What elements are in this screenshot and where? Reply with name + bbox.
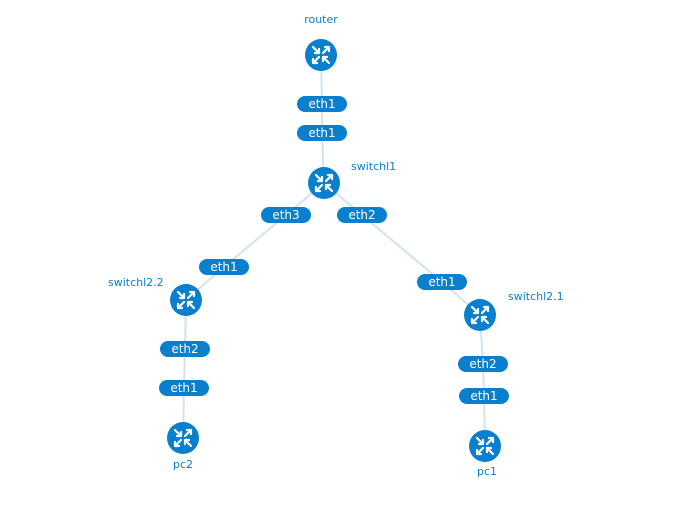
- port-switchl2_2-eth1[interactable]: eth1: [199, 259, 249, 275]
- port-pill: [297, 125, 347, 141]
- router-arrows-icon: [173, 428, 193, 448]
- port-switchl1-eth2[interactable]: eth2: [337, 207, 387, 223]
- node-switchl2_2[interactable]: switchl2.2: [108, 276, 202, 316]
- link-router-switchl1: [320, 54, 325, 184]
- node-circle: [170, 284, 202, 316]
- port-pill: [160, 341, 210, 357]
- link-switchl2_1-pc1: [479, 314, 486, 447]
- link-switchl1-switchl2_1: [323, 182, 481, 316]
- port-switchl2_1-eth1[interactable]: eth1: [417, 274, 467, 290]
- node-circle: [305, 39, 337, 71]
- link-switchl1-switchl2_2: [185, 182, 325, 301]
- links-layer: [182, 54, 486, 447]
- node-label: pc1: [477, 465, 497, 478]
- node-circle: [464, 299, 496, 331]
- port-switchl1-eth1[interactable]: eth1: [297, 125, 347, 141]
- port-switchl2_2-eth2[interactable]: eth2: [160, 341, 210, 357]
- port-pill: [159, 380, 209, 396]
- node-pc1[interactable]: pc1: [469, 430, 501, 478]
- node-label: switchl1: [351, 160, 396, 173]
- node-circle: [469, 430, 501, 462]
- node-circle: [167, 422, 199, 454]
- node-router[interactable]: router: [304, 13, 338, 71]
- port-switchl1-eth3[interactable]: eth3: [261, 207, 311, 223]
- port-router-eth1[interactable]: eth1: [297, 96, 347, 112]
- port-pc1-eth1[interactable]: eth1: [459, 388, 509, 404]
- port-pill: [459, 388, 509, 404]
- router-arrows-icon: [475, 436, 495, 456]
- port-label: eth2: [171, 342, 198, 356]
- port-pill: [417, 274, 467, 290]
- port-label: eth1: [308, 97, 335, 111]
- node-label: switchl2.2: [108, 276, 164, 289]
- node-switchl2_1[interactable]: switchl2.1: [464, 290, 564, 331]
- router-arrows-icon: [311, 45, 331, 65]
- port-pill: [261, 207, 311, 223]
- port-label: eth1: [210, 260, 237, 274]
- link-switchl2_2-pc2: [182, 299, 187, 439]
- node-pc2[interactable]: pc2: [167, 422, 199, 471]
- router-arrows-icon: [176, 290, 196, 310]
- node-label: router: [304, 13, 338, 26]
- port-pill: [337, 207, 387, 223]
- port-label: eth1: [428, 275, 455, 289]
- ports-layer: eth1 eth1 eth3 eth1 eth2 eth1 eth2 eth1 eth2 eth1: [159, 96, 509, 404]
- port-label: eth2: [469, 357, 496, 371]
- node-switchl1[interactable]: switchl1: [308, 160, 396, 199]
- nodes-layer: router switchl1 switchl2.2 switchl2.1 pc2 pc1: [108, 13, 564, 478]
- port-label: eth1: [170, 381, 197, 395]
- port-pill: [199, 259, 249, 275]
- router-arrows-icon: [314, 173, 334, 193]
- port-label: eth1: [308, 126, 335, 140]
- port-pc2-eth1[interactable]: eth1: [159, 380, 209, 396]
- port-pill: [458, 356, 508, 372]
- port-label: eth3: [272, 208, 299, 222]
- node-label: pc2: [173, 458, 193, 471]
- port-label: eth1: [470, 389, 497, 403]
- port-pill: [297, 96, 347, 112]
- node-circle: [308, 167, 340, 199]
- router-arrows-icon: [470, 305, 490, 325]
- node-label: switchl2.1: [508, 290, 564, 303]
- port-label: eth2: [348, 208, 375, 222]
- port-switchl2_1-eth2[interactable]: eth2: [458, 356, 508, 372]
